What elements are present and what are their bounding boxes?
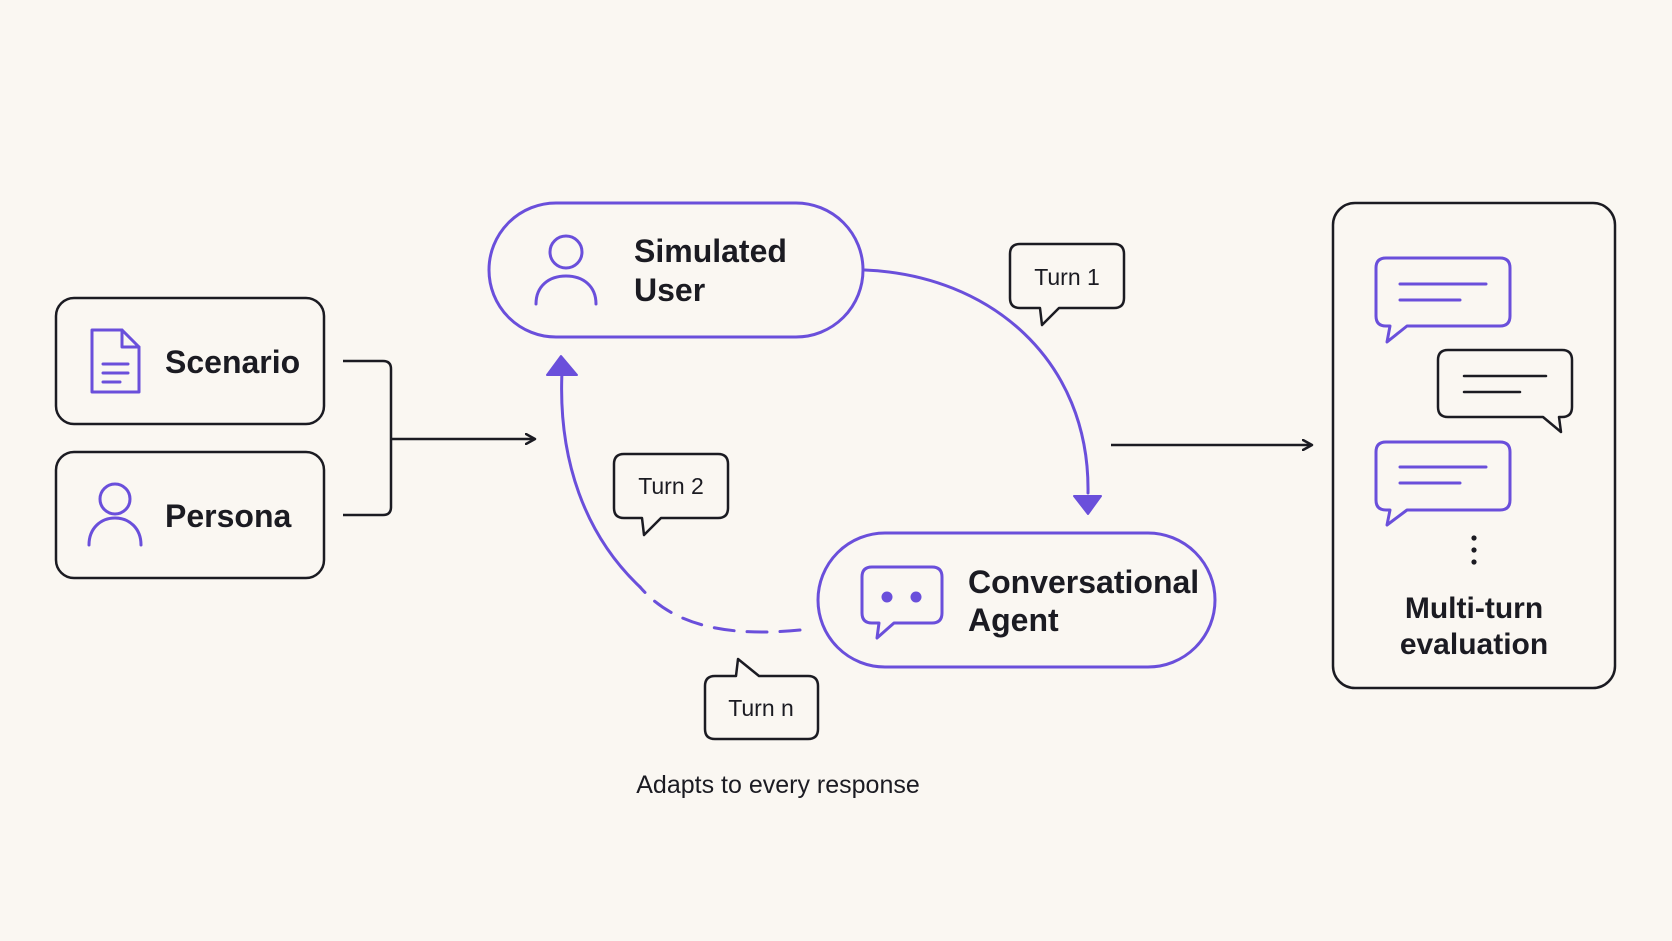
evaluation-title: Multi-turn xyxy=(1405,592,1543,625)
turn-n-label: Turn n xyxy=(728,695,794,721)
chat-bubble-icon xyxy=(860,565,944,640)
agent-subtitle: Agent xyxy=(968,602,1059,638)
scenario-box: Scenario xyxy=(54,296,326,426)
evaluation-card: Multi-turn evaluation xyxy=(1331,201,1617,690)
document-icon xyxy=(90,328,141,394)
persona-label: Persona xyxy=(165,498,291,534)
inputs-bracket xyxy=(343,359,393,517)
scenario-label: Scenario xyxy=(165,344,300,380)
turn-1-bubble: Turn 1 xyxy=(1008,242,1126,327)
ellipsis-dots xyxy=(1471,535,1477,565)
simulated-user-subtitle: User xyxy=(634,272,705,308)
message-bubble-user xyxy=(1374,256,1512,344)
turn-1-label: Turn 1 xyxy=(1034,264,1100,290)
turn-n-bubble: Turn n xyxy=(703,657,820,741)
person-icon xyxy=(87,482,143,547)
loop-caption: Adapts to every response xyxy=(636,771,920,799)
simulated-user-node: Simulated User xyxy=(487,201,865,339)
persona-box: Persona xyxy=(54,450,326,580)
turn-2-bubble: Turn 2 xyxy=(612,452,730,537)
evaluation-subtitle: evaluation xyxy=(1400,628,1548,661)
message-bubble-user xyxy=(1374,440,1512,527)
return-arrow xyxy=(546,355,802,634)
person-icon xyxy=(534,234,598,306)
conversational-agent-node: Conversational Agent xyxy=(816,531,1217,669)
message-bubble-agent xyxy=(1436,348,1574,434)
turn-2-label: Turn 2 xyxy=(638,473,704,499)
turn-1-arrow xyxy=(863,268,1102,515)
simulated-user-title: Simulated xyxy=(634,233,787,269)
chat-transcript-icon xyxy=(1374,256,1574,565)
agent-title: Conversational xyxy=(968,564,1199,600)
